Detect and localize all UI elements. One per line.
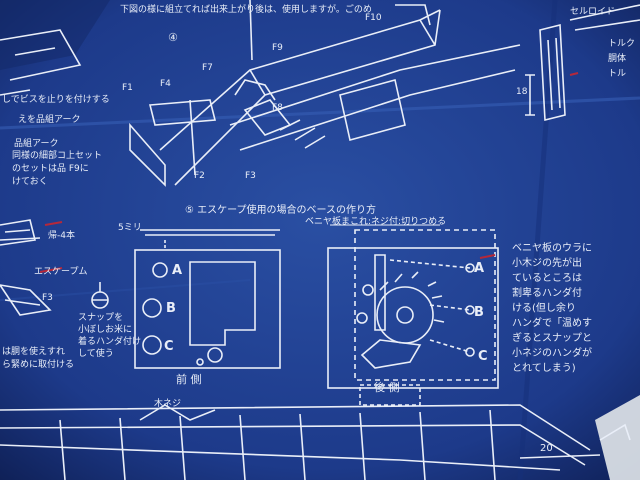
- paper-fold: [517, 0, 558, 480]
- top-right-note-3: 胴体: [608, 54, 627, 64]
- left-note-6: けておく: [12, 177, 48, 187]
- marker-accents: [39, 72, 579, 273]
- left-note-8: エスケープム: [34, 267, 88, 277]
- part-label-f2: F2: [194, 171, 205, 181]
- point-c-rear: C: [478, 349, 488, 364]
- paper-fold: [0, 96, 640, 130]
- snap-note-4: して使う: [78, 349, 114, 359]
- part-label-f8: F8: [272, 103, 283, 113]
- dimension-20: 20: [540, 443, 553, 454]
- snap-note-2: 小ぼしお米に: [78, 325, 133, 335]
- right-note-2: 小木ジの先が出: [512, 258, 582, 269]
- point-b-front: B: [166, 301, 176, 316]
- top-right-note-1: セルロイド: [570, 7, 616, 17]
- right-note-8: 小ネジのハンダが: [512, 348, 592, 359]
- left-note-10: ら緊めに取付ける: [2, 360, 75, 370]
- point-a-front: A: [172, 263, 183, 278]
- right-note-4: 割卑るハンダ付: [512, 288, 582, 299]
- point-a-rear: A: [474, 261, 485, 276]
- part-label-f10: F10: [365, 13, 382, 23]
- left-note-2: えを品組アーク: [18, 115, 81, 125]
- right-note-5: ける(但し余り: [512, 303, 576, 314]
- escapement-title: ⑤ エスケープ使用の場合のベースの作り方: [185, 205, 377, 216]
- top-note: 下図の様に組立てれば出来上がり後は、使用しますが。ごのめ: [120, 5, 372, 15]
- dimension-5mm: 5ミリ: [118, 223, 142, 233]
- part-label-f7: F7: [202, 63, 213, 73]
- circled-number: ④: [168, 31, 178, 44]
- snap-note-1: スナップを: [78, 313, 124, 323]
- part-label-f3-left: F3: [42, 293, 53, 303]
- point-c-front: C: [164, 339, 174, 354]
- paper-fold: [0, 279, 251, 301]
- top-right-note-2: トルク: [608, 39, 636, 49]
- snap-note-3: 着るハンダ付け: [78, 337, 142, 347]
- table-corner: [595, 395, 640, 480]
- point-b-rear: B: [474, 305, 484, 320]
- front-side-label: 前 側: [176, 373, 202, 386]
- plywood-note: ベニヤ板まこれ:ネジ付:切りつめる: [305, 217, 447, 227]
- left-note-4: 同様の細部コ上セット: [12, 151, 103, 161]
- right-note-3: ているところは: [512, 273, 582, 284]
- left-note-5: のセットは品 F9に: [12, 164, 89, 174]
- left-note-7: 帰-4本: [48, 231, 75, 241]
- part-label-f9: F9: [272, 43, 283, 53]
- left-note-9: は胴を使えすれ: [2, 347, 66, 357]
- part-label-f1: F1: [122, 83, 133, 93]
- part-label-f3-top: F3: [245, 171, 256, 181]
- right-note-7: ぎるとスナップと: [512, 333, 592, 344]
- rear-side-label: 後 側: [374, 381, 400, 394]
- dimension-18: 18: [516, 87, 528, 97]
- small-screw-label: 木ネジ: [154, 399, 182, 409]
- left-note-3: 品組アーク: [14, 139, 59, 149]
- right-note-1: ベニヤ板のウラに: [512, 243, 592, 254]
- right-note-9: とれてしまう): [512, 363, 576, 374]
- part-label-f4: F4: [160, 79, 171, 89]
- right-note-6: ハンダで「温めす: [512, 318, 592, 329]
- top-right-note-4: トル: [608, 69, 627, 79]
- left-note-1: しでビスを止りを付けする: [2, 95, 110, 105]
